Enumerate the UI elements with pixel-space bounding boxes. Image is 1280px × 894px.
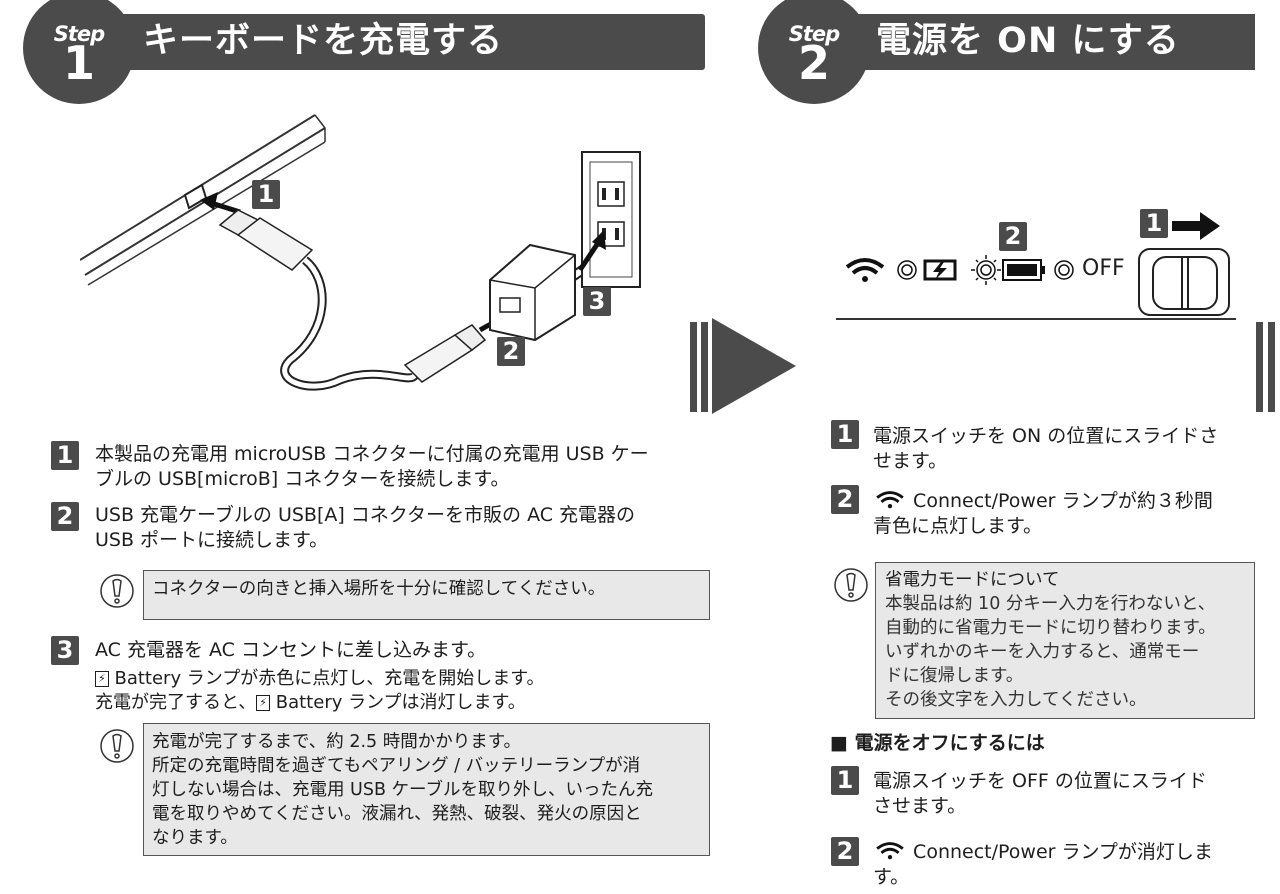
switch-knob <box>1152 256 1218 310</box>
note-line: ドに復帰します。 <box>885 666 1024 686</box>
item-badge: 1 <box>831 420 859 449</box>
step1-header-bar <box>60 14 705 70</box>
warning-icon <box>834 568 868 602</box>
item-badge: 2 <box>831 485 859 514</box>
text-line: 充電が完了すると、⚡ Battery ランプは消灯します。 <box>95 691 715 715</box>
step1-item3-sub: ⚡ Battery ランプが赤色に点灯し、充電を開始します。 充電が完了すると、… <box>95 667 715 715</box>
item-badge: 1 <box>51 441 79 470</box>
text-line: 電源スイッチを OFF の位置にスライド <box>873 770 1207 792</box>
note-line: なります。 <box>152 828 238 848</box>
text-span: Battery ランプは消灯します。 <box>275 692 526 713</box>
step2-step-number: 2 <box>797 36 830 90</box>
separator-bar <box>1256 322 1263 412</box>
power-switch <box>1138 248 1230 316</box>
note-line: 電を取りやめてください。液漏れ、発熱、破裂、発火の原因と <box>152 804 642 824</box>
note-line: 灯しない場合は、充電用 USB ケーブルを取り外し、いったん充 <box>152 780 653 800</box>
item-badge: 2 <box>51 502 79 531</box>
text-line: USB ポートに接続します。 <box>95 529 329 551</box>
note-box: コネクターの向きと挿入場所を十分に確認してください。 <box>143 570 710 620</box>
wifi-icon <box>845 258 885 282</box>
battery-charge-icon <box>923 259 957 281</box>
separator-bar <box>1268 322 1275 412</box>
battery-icon <box>1002 259 1045 281</box>
wifi-icon <box>876 842 904 860</box>
battery-charge-icon: ⚡ <box>95 671 109 687</box>
wifi-icon <box>876 491 904 509</box>
text-span: Battery ランプが赤色に点灯し、充電を開始します。 <box>114 668 545 689</box>
figure-callout-3: 3 <box>583 287 611 316</box>
text-span: Connect/Power ランプが約３秒間 <box>913 490 1213 512</box>
battery-charge-icon: ⚡ <box>256 695 271 711</box>
step2-item1-text: 電源スイッチを ON の位置にスライドさ せます。 <box>873 424 1268 474</box>
item-badge: 3 <box>51 636 79 665</box>
separator-bar <box>701 322 708 412</box>
text-line: Connect/Power ランプが消灯しま <box>873 840 1268 865</box>
step2-step-label: Step <box>788 22 840 46</box>
note-title: 省電力モードについて <box>885 570 1060 590</box>
device-edge-line <box>836 318 1236 320</box>
separator-bar <box>690 322 697 412</box>
power-off-item2-text: Connect/Power ランプが消灯しま す。 <box>873 840 1268 890</box>
figure-callout-2: 2 <box>999 222 1027 251</box>
text-line: ブルの USB[microB] コネクターを接続します。 <box>95 468 510 490</box>
step1-step-number: 1 <box>62 36 95 90</box>
note-line: 本製品は約 10 分キー入力を行わないと、 <box>885 594 1216 614</box>
arrow-right-icon <box>1172 212 1220 240</box>
text-line: 本製品の充電用 microUSB コネクターに付属の充電用 USB ケー <box>95 443 649 465</box>
text-line: 青色に点灯します。 <box>873 515 1043 537</box>
text-line: ⚡ Battery ランプが赤色に点灯し、充電を開始します。 <box>95 667 715 691</box>
note-line: その後文字を入力してください。 <box>885 690 1147 710</box>
step1-badge-circle: Step 1 <box>23 0 135 104</box>
text-line: AC 充電器を AC コンセントに差し込みます。 <box>95 639 487 661</box>
lamp-indicators <box>845 255 1074 285</box>
text-line: させます。 <box>873 795 967 817</box>
step1-item1-text: 本製品の充電用 microUSB コネクターに付属の充電用 USB ケー ブルの… <box>95 442 715 492</box>
note-text: コネクターの向きと挿入場所を十分に確認してください。 <box>152 579 606 599</box>
step2-badge-circle: Step 2 <box>758 0 870 104</box>
text-line: USB 充電ケーブルの USB[A] コネクターを市販の AC 充電器の <box>95 504 636 526</box>
step2-item2-text: Connect/Power ランプが約３秒間 青色に点灯します。 <box>873 489 1268 539</box>
figure-callout-1: 1 <box>1140 209 1168 238</box>
note-line: 自動的に省電力モードに切り替わります。 <box>885 618 1216 638</box>
text-line: せます。 <box>873 450 948 472</box>
text-line: 電源スイッチを ON の位置にスライドさ <box>873 425 1219 447</box>
warning-icon <box>100 729 134 763</box>
power-save-note: 省電力モードについて 本製品は約 10 分キー入力を行わないと、 自動的に省電力… <box>875 562 1255 719</box>
step1-item3-text: AC 充電器を AC コンセントに差し込みます。 <box>95 638 715 663</box>
step1-step-label: Step <box>53 22 105 46</box>
step2-title: 電源を ON にする <box>876 21 1180 61</box>
power-off-heading: ■ 電源をオフにするには <box>830 732 1045 754</box>
item-badge: 2 <box>831 837 859 866</box>
text-span: Connect/Power ランプが消灯しま <box>913 841 1213 863</box>
off-label: OFF <box>1082 256 1125 281</box>
step1-item2-text: USB 充電ケーブルの USB[A] コネクターを市販の AC 充電器の USB… <box>95 503 715 553</box>
note-line: 所定の充電時間を過ぎてもペアリング / バッテリーランプが消 <box>152 756 641 776</box>
text-line: す。 <box>873 866 910 888</box>
play-triangle-icon <box>712 318 796 414</box>
warning-icon <box>100 574 134 608</box>
note-line: 充電が完了するまで、約 2.5 時間かかります。 <box>152 732 522 752</box>
note-line: いずれかのキーを入力すると、通常モー <box>885 642 1200 662</box>
figure-callout-1: 1 <box>252 180 280 209</box>
step1-title: キーボードを充電する <box>143 21 504 61</box>
text-span: 充電が完了すると、 <box>95 692 257 713</box>
figure-callout-2: 2 <box>497 337 525 366</box>
text-line: Connect/Power ランプが約３秒間 <box>873 489 1268 514</box>
item-badge: 1 <box>831 766 859 795</box>
note-box: 充電が完了するまで、約 2.5 時間かかります。 所定の充電時間を過ぎてもペアリ… <box>143 723 710 856</box>
charging-illustration <box>80 114 641 391</box>
power-off-item1-text: 電源スイッチを OFF の位置にスライド させます。 <box>873 769 1268 819</box>
